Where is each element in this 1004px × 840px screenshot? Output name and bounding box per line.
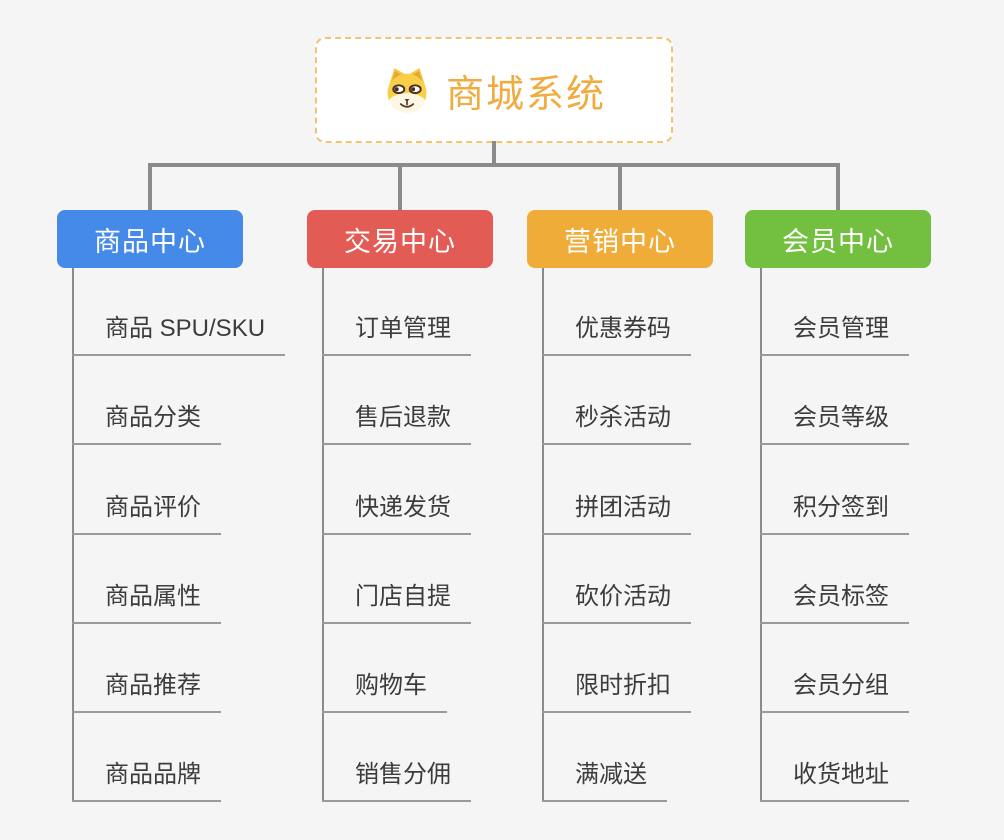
branch-trunk-line [322, 268, 324, 802]
connector-crossbar [148, 163, 840, 167]
dog-face-icon [382, 65, 432, 115]
branch-header-member-center[interactable]: 会员中心 [745, 210, 931, 268]
leaf-node[interactable]: 商品分类 [72, 401, 221, 445]
root-title: 商城系统 [445, 73, 606, 116]
connector-drop-line [836, 163, 840, 210]
leaf-node[interactable]: 商品属性 [72, 580, 221, 624]
leaf-node[interactable]: 商品 SPU/SKU [72, 312, 286, 356]
leaf-node[interactable]: 优惠券码 [542, 312, 691, 356]
branch-trunk-line [760, 268, 762, 802]
leaf-node[interactable]: 快递发货 [322, 491, 471, 535]
leaf-node[interactable]: 订单管理 [322, 312, 471, 356]
branch-header-trade-center[interactable]: 交易中心 [307, 210, 493, 268]
leaf-node[interactable]: 购物车 [322, 669, 447, 713]
root-node[interactable]: 商城系统 [315, 37, 673, 143]
leaf-node[interactable]: 门店自提 [322, 580, 471, 624]
branch-trunk-line [542, 268, 544, 802]
leaf-node[interactable]: 拼团活动 [542, 491, 691, 535]
leaf-node[interactable]: 销售分佣 [322, 758, 471, 802]
leaf-node[interactable]: 会员管理 [760, 312, 909, 356]
leaf-node[interactable]: 收货地址 [760, 758, 909, 802]
connector-drop-line [148, 163, 152, 210]
branch-member-center: 会员中心 会员管理 会员等级 积分签到 会员标签 会员分组 收货地址 [745, 210, 1004, 830]
leaf-node[interactable]: 会员等级 [760, 401, 909, 445]
leaf-node[interactable]: 秒杀活动 [542, 401, 691, 445]
leaf-node[interactable]: 满减送 [542, 758, 667, 802]
connector-root-stem [492, 141, 496, 167]
leaf-node[interactable]: 商品品牌 [72, 758, 221, 802]
branch-marketing-center: 营销中心 优惠券码 秒杀活动 拼团活动 砍价活动 限时折扣 满减送 [527, 210, 787, 830]
leaf-node[interactable]: 限时折扣 [542, 669, 691, 713]
branch-product-center: 商品中心 商品 SPU/SKU 商品分类 商品评价 商品属性 商品推荐 商品品牌 [57, 210, 317, 830]
leaf-node[interactable]: 积分签到 [760, 491, 909, 535]
branch-header-product-center[interactable]: 商品中心 [57, 210, 243, 268]
branch-trunk-line [72, 268, 74, 802]
leaf-node[interactable]: 会员标签 [760, 580, 909, 624]
branch-header-marketing-center[interactable]: 营销中心 [527, 210, 713, 268]
leaf-node[interactable]: 商品评价 [72, 491, 221, 535]
connector-drop-line [618, 163, 622, 210]
leaf-node[interactable]: 商品推荐 [72, 669, 221, 713]
leaf-node[interactable]: 会员分组 [760, 669, 909, 713]
connector-drop-line [398, 163, 402, 210]
branch-trade-center: 交易中心 订单管理 售后退款 快递发货 门店自提 购物车 销售分佣 [307, 210, 567, 830]
leaf-node[interactable]: 砍价活动 [542, 580, 691, 624]
leaf-node[interactable]: 售后退款 [322, 401, 471, 445]
